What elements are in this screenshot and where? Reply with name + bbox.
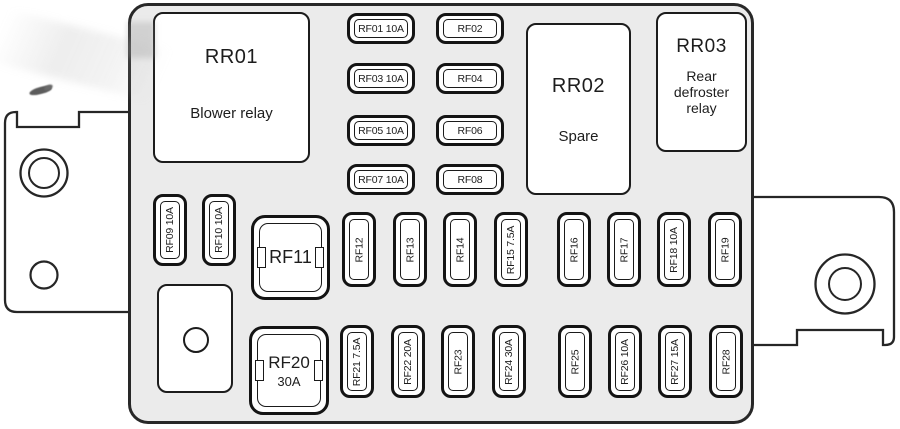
relay-rr01: RR01 Blower relay xyxy=(153,12,310,163)
fuse-rf17: RF17 xyxy=(607,212,641,287)
fuse-rf02: RF02 xyxy=(436,13,504,44)
fuse-label: RF27 15A xyxy=(669,338,681,385)
mounting-bracket-left xyxy=(3,110,132,314)
fuse-label: RF07 10A xyxy=(354,170,408,189)
relay-tab xyxy=(314,359,323,381)
fuse-rf03: RF03 10A xyxy=(347,63,415,94)
fuse-rf21: RF21 7.5A xyxy=(340,325,374,398)
fuse-rf05: RF05 10A xyxy=(347,115,415,146)
fuse-rf04: RF04 xyxy=(436,63,504,94)
fuse-rf24: RF24 30A xyxy=(492,325,526,398)
relay-desc: Blower relay xyxy=(190,105,273,122)
relay-tab xyxy=(257,246,266,268)
relay-rr02: RR02 Spare xyxy=(526,23,631,195)
fuse-rf28: RF28 xyxy=(709,325,743,398)
fuse-label: RF25 xyxy=(569,349,582,374)
fuse-label: RF04 xyxy=(443,69,497,88)
fuse-rf16: RF16 xyxy=(557,212,591,287)
fuse-label: RF02 xyxy=(443,19,497,38)
fuse-rf10: RF10 10A xyxy=(202,194,236,266)
relay-id: RF20 xyxy=(268,352,310,372)
fuse-label: RF08 xyxy=(443,170,497,189)
fuse-label: RF05 10A xyxy=(354,121,408,140)
fuse-rf12: RF12 xyxy=(342,212,376,287)
relay-rr03: RR03 Rear defroster relay xyxy=(656,12,747,152)
fuse-label: RF21 7.5A xyxy=(351,337,363,386)
fuse-label: RF01 10A xyxy=(354,19,408,38)
fuse-label: RF28 xyxy=(720,349,733,374)
fuse-label: RF22 20A xyxy=(402,338,414,385)
relay-rf20: RF20 30A xyxy=(249,326,329,415)
relay-amp: 30A xyxy=(277,373,301,389)
relay-id: RR02 xyxy=(551,75,606,97)
mounting-hole-inner-icon xyxy=(28,157,60,189)
fuse-rf07: RF07 10A xyxy=(347,164,415,195)
relay-rf11: RF11 xyxy=(251,215,330,300)
relay-desc: Rear defroster relay xyxy=(673,68,730,116)
relay-tab xyxy=(315,246,324,268)
fuse-rf25: RF25 xyxy=(558,325,592,398)
fuse-rf15: RF15 7.5A xyxy=(494,212,528,287)
slot-hole-icon xyxy=(183,327,209,353)
fuse-label: RF13 xyxy=(404,237,417,262)
fuse-label: RF26 10A xyxy=(619,338,631,385)
relay-id: RR01 xyxy=(204,46,259,68)
relay-desc: Spare xyxy=(558,128,599,145)
mounting-hole-small-icon xyxy=(29,260,59,290)
fuse-label: RF09 10A xyxy=(164,207,176,253)
fuse-rf18: RF18 10A xyxy=(657,212,691,287)
fuse-rf09: RF09 10A xyxy=(153,194,187,266)
relay-id: RR03 xyxy=(676,36,727,57)
fuse-rf19: RF19 xyxy=(708,212,742,287)
fuse-label: RF16 xyxy=(568,237,581,262)
relay-tab xyxy=(255,359,264,381)
fuse-label: RF18 10A xyxy=(668,226,680,273)
fuse-rf27: RF27 15A xyxy=(658,325,692,398)
fuse-label: RF17 xyxy=(618,237,631,262)
fuse-label: RF19 xyxy=(719,237,732,262)
fuse-label: RF24 30A xyxy=(503,338,515,385)
fuse-label: RF12 xyxy=(353,237,366,262)
fuse-label: RF23 xyxy=(452,349,465,374)
fuse-rf06: RF06 xyxy=(436,115,504,146)
fuse-rf23: RF23 xyxy=(441,325,475,398)
mounting-hole-inner-icon xyxy=(828,267,862,301)
fuse-rf22: RF22 20A xyxy=(391,325,425,398)
fuse-rf13: RF13 xyxy=(393,212,427,287)
fuse-label: RF10 10A xyxy=(213,207,225,253)
relay-id: RF11 xyxy=(269,247,312,267)
fuse-rf01: RF01 10A xyxy=(347,13,415,44)
fuse-label: RF15 7.5A xyxy=(505,225,517,274)
fuse-label: RF06 xyxy=(443,121,497,140)
fuse-label: RF03 10A xyxy=(354,69,408,88)
fuse-label: RF14 xyxy=(454,237,467,262)
fuse-rf26: RF26 10A xyxy=(608,325,642,398)
blank-slot xyxy=(157,284,233,393)
fuse-rf14: RF14 xyxy=(443,212,477,287)
fuse-rf08: RF08 xyxy=(436,164,504,195)
